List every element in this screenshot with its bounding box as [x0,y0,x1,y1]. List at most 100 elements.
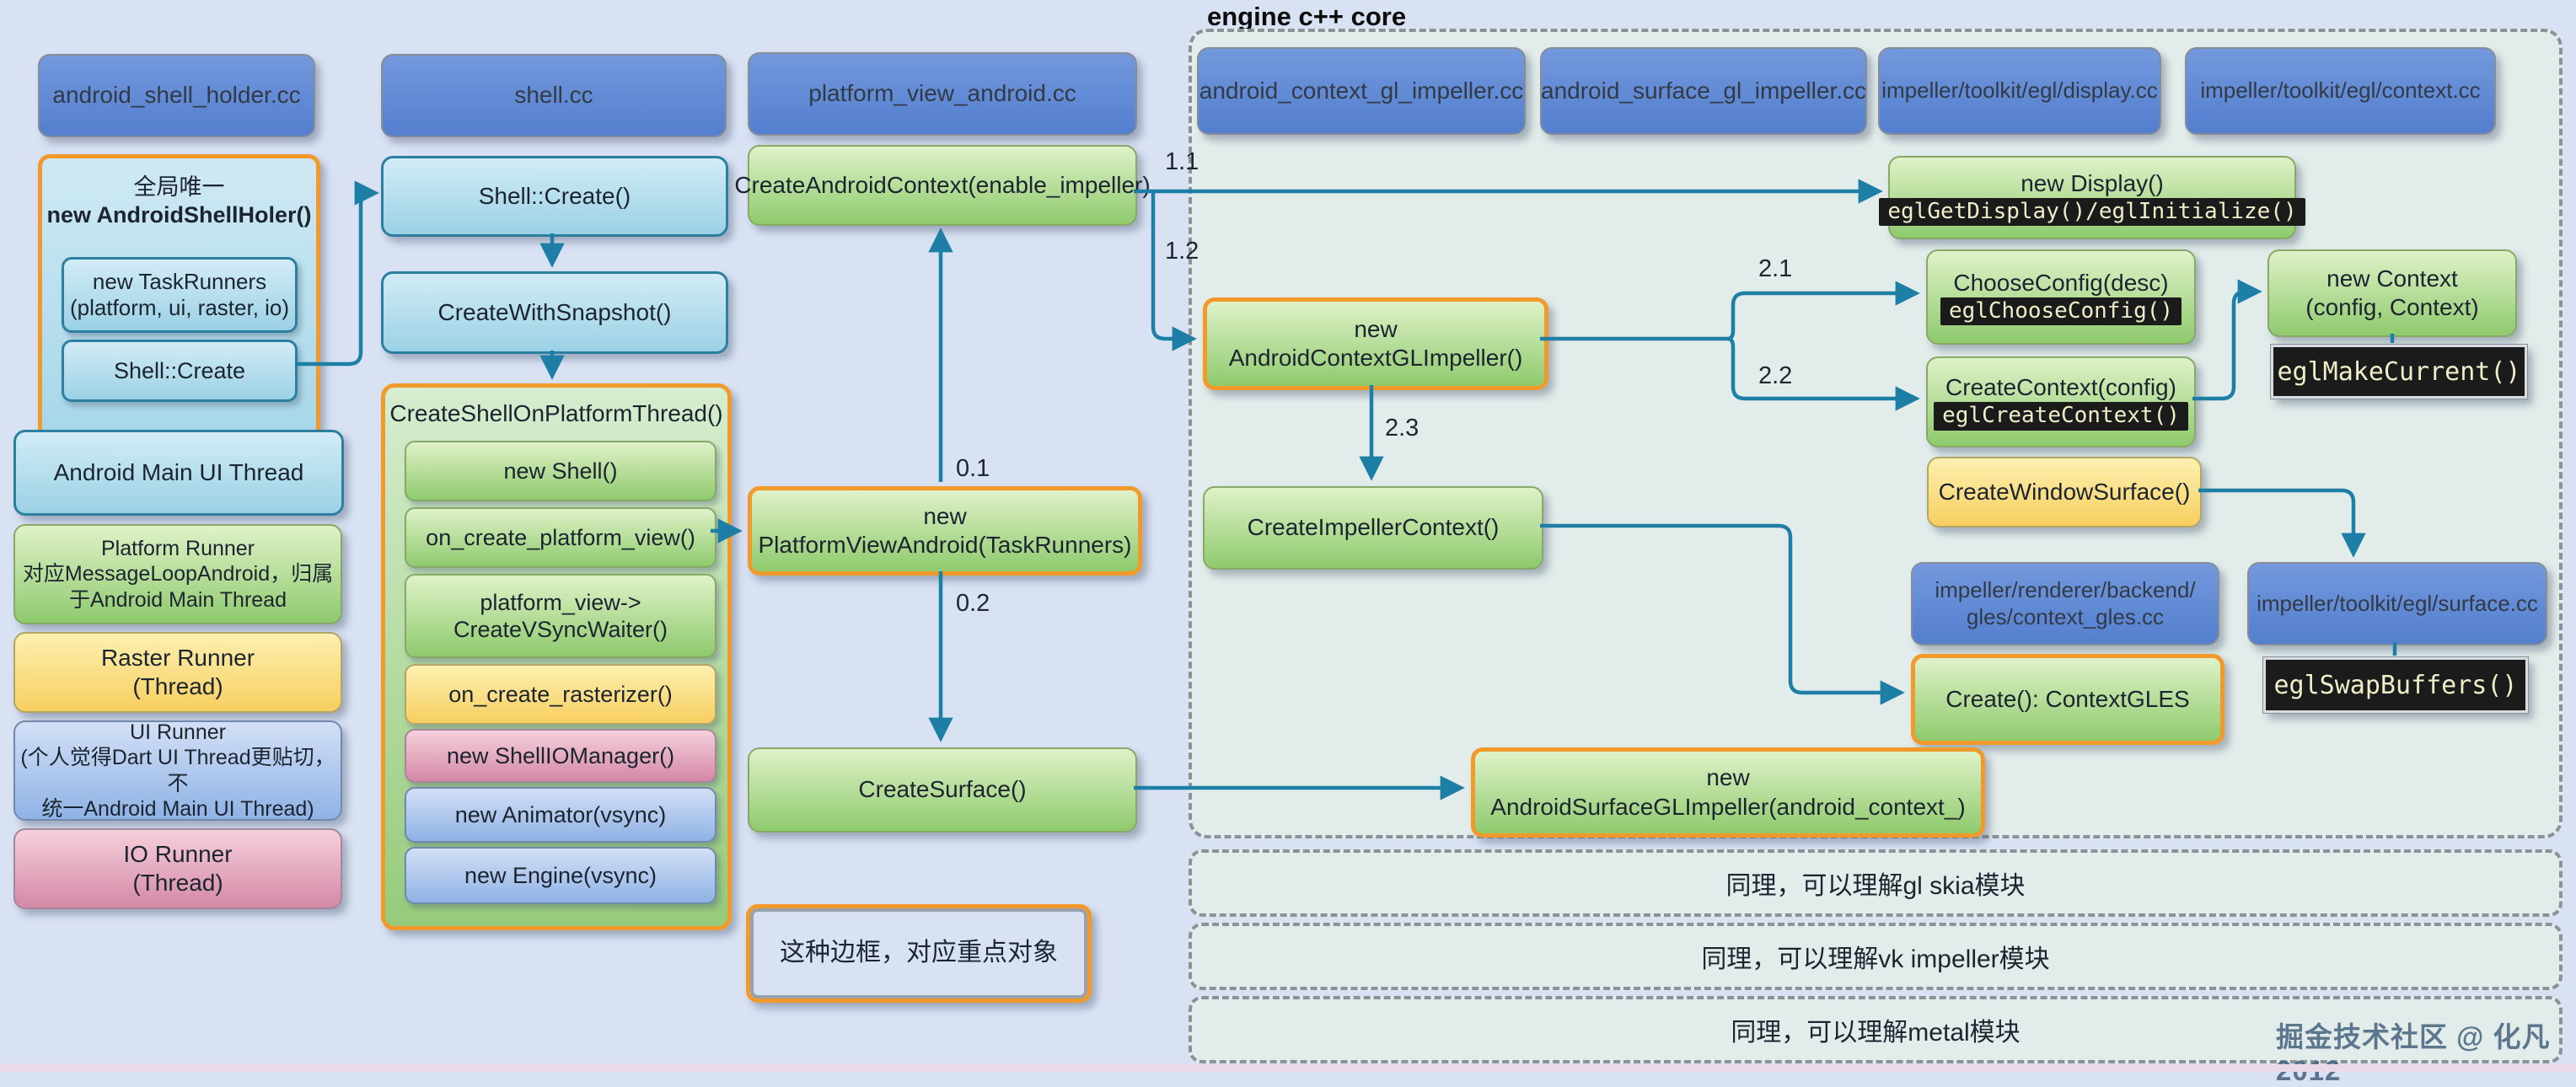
create-context-node: CreateContext(config) eglCreateContext() [1926,356,2196,447]
create-vsync-waiter-node: platform_view-> CreateVSyncWaiter() [405,574,716,658]
file-label: android_context_gl_impeller.cc [1199,77,1524,104]
file-label-line1: impeller/renderer/backend/ [1935,576,2196,602]
node-label-line3: 统一Android Main UI Thread) [41,797,314,821]
android-shell-holder-group: 全局唯一 new AndroidShellHoler() new TaskRun… [38,154,320,443]
create-android-context-node: CreateAndroidContext(enable_impeller) [734,145,1151,226]
edge-label-0-1: 0.1 [956,455,990,482]
file-label: platform_view_android.cc [808,80,1076,107]
node-label: CreateImpellerContext() [1247,514,1500,541]
node-label: Shell::Create() [478,182,631,209]
node-label-line3: 于Android Main Thread [68,587,287,612]
node-label-line2: (Thread) [132,870,223,896]
file-label: android_surface_gl_impeller.cc [1541,77,1866,104]
new-display-node: new Display() eglGetDisplay()/eglInitial… [1879,156,2305,239]
on-create-platform-view-node: on_create_platform_view() [405,507,716,568]
file-label: impeller/toolkit/egl/surface.cc [2257,590,2538,616]
create-context-gles-node: Create(): ContextGLES [1911,654,2224,745]
node-code: eglMakeCurrent() [2277,356,2521,387]
group-title: CreateShellOnPlatformThread() [389,400,723,426]
node-label: CreateSurface() [858,776,1027,803]
file-label: impeller/toolkit/egl/display.cc [1881,78,2158,104]
ui-runner-node: UI Runner (个人觉得Dart UI Thread更贴切，不 统一And… [13,720,342,821]
note-row-text: 同理，可以理解vk impeller模块 [1701,945,2050,973]
node-label: Create(): ContextGLES [1945,685,2190,712]
engine-core-label: engine c++ core [1207,2,1407,31]
new-platform-view-android-node: new PlatformViewAndroid(TaskRunners) [748,486,1142,576]
note-row-text: 同理，可以理解gl skia模块 [1725,872,2026,900]
new-taskrunners-node: new TaskRunners (platform, ui, raster, i… [62,257,298,333]
legend-orange-border-note: 这种边框，对应重点对象 [746,904,1092,1003]
edge-label-1-2: 1.2 [1165,238,1199,265]
node-label: Android Main UI Thread [53,458,304,485]
node-label: new Shell() [503,458,618,484]
note-row-vk-impeller: 同理，可以理解vk impeller模块 [1189,923,2563,990]
node-label-line1: new Context [2326,265,2458,292]
node-label-line2: (config, Context) [2305,294,2479,320]
file-label-line2: gles/context_gles.cc [1966,603,2165,629]
node-label: new Engine(vsync) [464,862,657,888]
file-shell-cc: shell.cc [381,54,727,137]
file-egl-display: impeller/toolkit/egl/display.cc [1878,47,2161,135]
file-egl-surface: impeller/toolkit/egl/surface.cc [2247,562,2547,645]
create-surface-node: CreateSurface() [748,747,1137,833]
file-android-surface-gl-impeller: android_surface_gl_impeller.cc [1540,47,1867,135]
edge-label-2-3: 2.3 [1385,415,1419,442]
node-label-line2: CreateVSyncWaiter() [453,617,668,642]
node-label: new AndroidSurfaceGLImpeller(android_con… [1490,764,1966,820]
new-android-context-gl-impeller-node: new AndroidContextGLImpeller() [1203,297,1548,390]
node-label: CreateWithSnapshot() [437,298,672,325]
file-android-context-gl-impeller: android_context_gl_impeller.cc [1197,47,1526,135]
file-label: impeller/toolkit/egl/context.cc [2200,78,2481,104]
watermark: 掘金技术社区 @ 化凡2012 [2276,1021,2551,1086]
node-label-line1: Platform Runner [100,536,255,560]
group-title-line1: 全局唯一 [133,174,225,200]
edge-label-0-2: 0.2 [956,590,990,617]
file-label: shell.cc [514,82,593,109]
node-label: Shell::Create [113,357,246,383]
create-with-snapshot-node: CreateWithSnapshot() [381,271,728,354]
node-label: CreateWindowSurface() [1938,478,2191,505]
node-code: eglChooseConfig() [1940,297,2182,326]
group-title-line2: new AndroidShellHoler() [46,201,312,228]
node-label-line1: Raster Runner [100,644,255,671]
edge-label-2-1: 2.1 [1758,255,1793,282]
node-label-line2: 对应MessageLoopAndroid，归属 [22,562,334,586]
file-context-gles: impeller/renderer/backend/ gles/context_… [1911,562,2219,645]
node-code: eglCreateContext() [1934,402,2188,431]
shell-create-node: Shell::Create() [381,156,728,237]
node-label: on_create_platform_view() [426,524,695,550]
node-label-line2: (个人觉得Dart UI Thread更贴切，不 [20,746,335,795]
node-label: ChooseConfig(desc) [1953,269,2169,296]
node-label-line2: PlatformViewAndroid(TaskRunners) [758,532,1132,558]
node-label: new AndroidContextGLImpeller() [1228,315,1523,371]
raster-runner-node: Raster Runner (Thread) [13,632,342,713]
node-label-line1: IO Runner [123,840,233,867]
node-label-line1: platform_view-> [480,589,641,615]
note-row-gl-skia: 同理，可以理解gl skia模块 [1189,849,2563,917]
new-engine-node: new Engine(vsync) [405,847,716,904]
new-shell-io-manager-node: new ShellIOManager() [405,729,716,783]
node-label: on_create_rasterizer() [448,681,673,707]
node-code: eglGetDisplay()/eglInitialize() [1879,197,2305,227]
edge-label-1-1: 1.1 [1165,148,1199,175]
android-main-ui-thread-node: Android Main UI Thread [13,430,344,516]
node-label-line1: new TaskRunners [92,268,267,294]
shell-create-inner-node: Shell::Create [62,340,298,402]
note-row-metal: 同理，可以理解metal模块 [1189,996,2563,1063]
create-shell-on-platform-thread-group: CreateShellOnPlatformThread() new Shell(… [381,383,732,930]
node-label-line2: (platform, ui, raster, io) [69,295,290,320]
node-label: new ShellIOManager() [446,742,675,768]
on-create-rasterizer-node: on_create_rasterizer() [405,664,716,725]
node-label-line1: UI Runner [130,720,226,744]
egl-make-current-node: eglMakeCurrent() [2270,344,2528,399]
node-label: CreateContext(config) [1945,374,2176,401]
choose-config-node: ChooseConfig(desc) eglChooseConfig() [1926,249,2196,345]
file-label: android_shell_holder.cc [52,82,301,109]
bottom-edge-strip [0,1064,2576,1072]
new-shell-node: new Shell() [405,441,716,501]
new-context-node: new Context (config, Context) [2267,249,2517,337]
new-android-surface-gl-impeller-node: new AndroidSurfaceGLImpeller(android_con… [1471,747,1985,838]
io-runner-node: IO Runner (Thread) [13,828,342,909]
edge-label-2-2: 2.2 [1758,362,1793,389]
node-label: new Display() [2021,169,2164,196]
